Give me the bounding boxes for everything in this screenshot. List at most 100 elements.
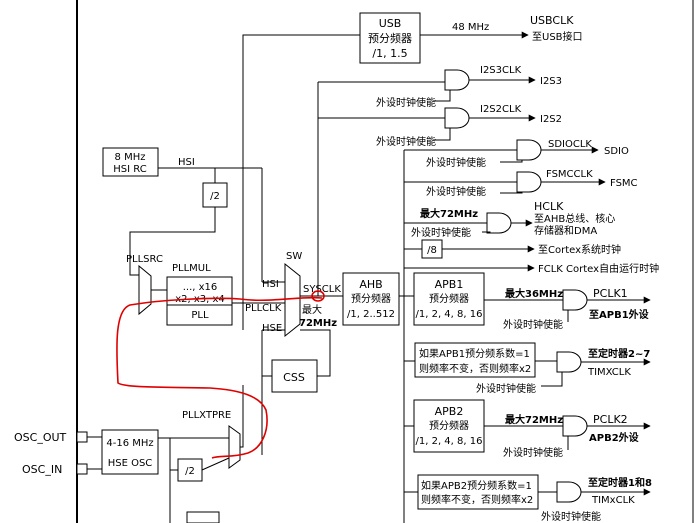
pllmul-title: PLLMUL [172,263,211,274]
i2s3-enable-label: 外设时钟使能 [376,96,436,109]
usbclk-destination: 至USB接口 [532,30,583,43]
pclk2-destination: APB2外设 [589,431,639,444]
i2s2-label: I2S2 [540,114,562,125]
pll-block: PLLMUL ..., x16 x2, x3, x4 PLL [166,263,233,326]
osc-out-label: OSC_OUT [14,431,67,444]
frame-lines [76,0,694,523]
timxclk-label: TIMXCLK [587,367,631,378]
sdio-gate [516,139,542,161]
pllmul-line1: ..., x16 [183,282,218,293]
sysclk-max-2: 72MHz [299,318,337,329]
fclk-label: FCLK Cortex自由运行时钟 [538,262,659,275]
osc-in-label: OSC_IN [22,463,62,476]
hsi-sw-label: HSI [262,279,279,290]
timxclk2-label: TIMxCLK [591,495,635,506]
pclk2-label: PCLK2 [593,413,628,426]
red-annotation [116,290,325,459]
tim-note1-line2: 则频率不变，否则频率x2 [419,362,531,375]
hsi-freq: 8 MHz [115,152,146,163]
usb-freq-label: 48 MHz [452,22,489,33]
tim-note2-line1: 如果APB2预分频系数=1 [421,479,532,492]
hse-osc-block: 4-16 MHz HSE OSC [101,429,159,475]
apb1-prescaler-block: APB1 预分频器 /1, 2, 4, 8, 16 [413,272,485,326]
apb2-subtitle: 预分频器 [429,419,469,432]
pclk2-enable-label: 外设时钟使能 [503,446,563,459]
sdio-enable-label: 外设时钟使能 [426,156,486,169]
max36-label: 最大36MHz [505,287,563,300]
hclk-destination-2: 存储器和DMA [534,224,597,237]
div2-top-label: /2 [210,191,220,202]
i2s3-gate [444,69,470,91]
apb2-divider: /1, 2, 4, 8, 16 [416,436,483,447]
usb-subtitle: 预分频器 [368,31,412,45]
usb-prescaler-block: USB 预分频器 /1, 1.5 [359,12,421,64]
sdioclk-label: SDIOCLK [548,139,592,150]
hsi-line-label: HSI [178,157,195,168]
pllmul-line2: x2, x3, x4 [175,294,225,305]
fsmc-gate [516,171,542,193]
css-block: CSS [271,359,318,393]
pllxtpre-mux [228,425,241,469]
i2s2-enable-label: 外设时钟使能 [376,135,436,148]
hclk-destination-1: 至AHB总线、核心 [534,212,615,225]
pclk1-gate [562,289,588,311]
usb-divider: /1, 1.5 [372,47,407,60]
apb1-subtitle: 预分频器 [429,292,469,305]
pllclk-label: PLLCLK [245,303,282,314]
usbclk-label: USBCLK [530,14,574,27]
hclk-gate [486,212,512,234]
sysclk-label: SYSCLK [303,284,341,295]
tim-note2-line2: 则频率不变，否则频率x2 [421,493,533,506]
ahb-divider: /1, 2..512 [347,309,395,320]
usb-title: USB [379,17,402,30]
div2-bottom-label: /2 [185,466,195,477]
fsmcclk-label: FSMCCLK [546,169,593,180]
timx-gate2 [556,481,582,503]
hse-freq: 4-16 MHz [106,438,153,449]
ahb-prescaler-block: AHB 预分频器 /1, 2..512 [342,272,400,326]
tim-note1-block: 如果APB1预分频系数=1 则频率不变，否则频率x2 [414,342,536,378]
hse-name: HSE OSC [108,458,153,469]
pclk1-label: PCLK1 [593,287,628,300]
max72-apb2-label: 最大72MHz [505,413,563,426]
div2-top-block: /2 [202,182,228,208]
pll-name: PLL [191,310,209,321]
div8-label: /8 [427,245,437,256]
hclk-enable-label: 外设时钟使能 [411,226,471,239]
tim-note2-block: 如果APB2预分频系数=1 则频率不变，否则频率x2 [417,474,539,510]
i2s2clk-label: I2S2CLK [480,104,522,115]
ahb-subtitle: 预分频器 [351,292,391,305]
pclk2-gate [562,415,588,437]
i2s3clk-label: I2S3CLK [480,65,522,76]
apb2-prescaler-block: APB2 预分频器 /1, 2, 4, 8, 16 [413,399,485,453]
pllsrc-label: PLLSRC [126,254,163,265]
pclk1-enable-label: 外设时钟使能 [503,318,563,331]
apb1-divider: /1, 2, 4, 8, 16 [416,309,483,320]
div8-block: /8 [421,239,443,259]
hse-sw-label: HSE [262,323,282,334]
timer27-label: 至定时器2~7 [588,347,650,360]
osc-out-pin [76,431,88,443]
max72-hclk-label: 最大72MHz [420,207,478,220]
sw-mux [284,262,301,338]
sdio-label: SDIO [604,146,629,157]
css-label: CSS [283,371,305,384]
timer18-label: 至定时器1和8 [588,476,652,489]
pllxtpre-label: PLLXTPRE [182,410,231,421]
timx-gate1 [556,351,582,373]
sw-label: SW [286,251,302,262]
fsmc-label: FSMC [610,178,638,189]
tim2-enable-label: 外设时钟使能 [541,510,601,523]
sysclk-max-1: 最大 [302,303,322,316]
i2s3-label: I2S3 [540,76,562,87]
hclk-label: HCLK [534,200,564,213]
hsi-rc-block: 8 MHz HSI RC [102,147,159,177]
tim-note1-line1: 如果APB1预分频系数=1 [419,347,530,360]
apb2-title: APB2 [435,405,464,418]
pllsrc-mux [138,264,152,316]
div2-bottom-block: /2 [177,458,203,482]
ahb-title: AHB [359,278,382,291]
i2s2-gate [444,107,470,129]
hsi-name: HSI RC [113,164,146,175]
